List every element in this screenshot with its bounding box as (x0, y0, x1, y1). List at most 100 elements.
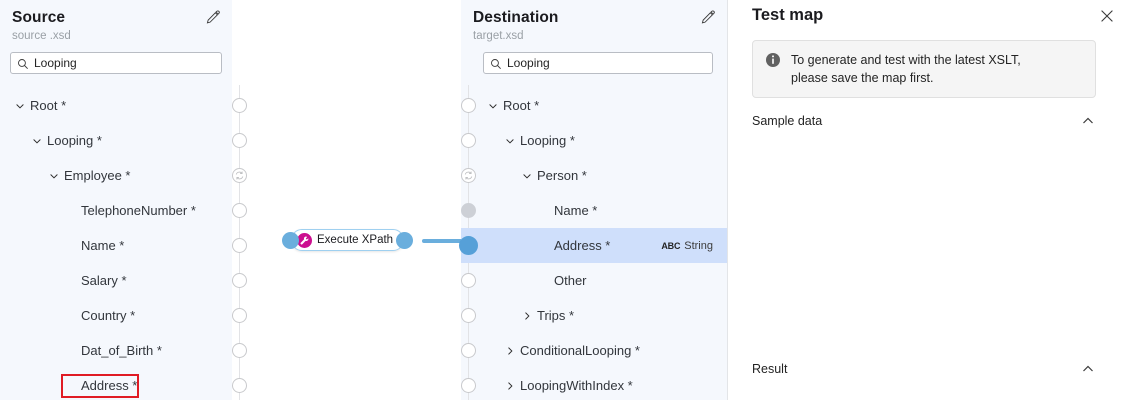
chevron-down-icon[interactable] (31, 135, 43, 147)
connector-dot[interactable] (231, 343, 247, 358)
execute-xpath-label: Execute XPath (317, 234, 394, 246)
tree-node-root[interactable]: Root * (0, 88, 247, 123)
tree-node-label: Employee * (64, 168, 131, 183)
tree-node-country[interactable]: Country * (0, 298, 247, 333)
tree-node-label: Name * (81, 238, 125, 253)
destination-title: Destination (473, 9, 559, 26)
tree-node-dat_of_birth[interactable]: Dat_of_Birth * (0, 333, 247, 368)
destination-panel-header: Destination target.xsd (461, 0, 727, 44)
spacer-icon (65, 380, 77, 392)
connector-dot[interactable] (460, 168, 476, 183)
xslt-data-mapper-screen: Execute XPath Source source .xsd (0, 0, 1130, 403)
tree-node-label: LoopingWithIndex * (520, 378, 633, 393)
tree-node-root[interactable]: Root * (460, 88, 727, 123)
source-search-input[interactable] (34, 56, 215, 70)
destination-search-box[interactable] (483, 52, 713, 74)
tree-node-other[interactable]: Other (460, 263, 727, 298)
tree-node-label: Dat_of_Birth * (81, 343, 162, 358)
type-name: String (684, 239, 713, 252)
search-icon (17, 57, 29, 69)
connector-dot[interactable] (460, 273, 476, 288)
destination-tree[interactable]: Root * Looping * Person * Name *Address *AB… (458, 88, 727, 403)
tree-node-label: Person * (537, 168, 587, 183)
connector-dot[interactable] (458, 236, 478, 255)
chevron-right-icon[interactable] (504, 345, 516, 357)
result-section-header[interactable]: Result (752, 361, 1096, 377)
chevron-down-icon[interactable] (504, 135, 516, 147)
tree-node-name[interactable]: Name * (0, 228, 247, 263)
info-line-1: To generate and test with the latest XSL… (791, 53, 1021, 67)
sample-data-section-header[interactable]: Sample data (752, 113, 1096, 129)
source-subtitle: source .xsd (12, 30, 71, 42)
connector-dot[interactable] (231, 273, 247, 288)
chevron-down-icon[interactable] (14, 100, 26, 112)
test-map-title: Test map (752, 6, 824, 24)
connector-dot[interactable] (231, 308, 247, 323)
tree-node-label: Other (554, 273, 587, 288)
node-input-handle[interactable] (282, 231, 299, 249)
search-icon (490, 57, 502, 69)
connector-dot[interactable] (231, 133, 247, 148)
spacer-icon (65, 310, 77, 322)
tree-node-name[interactable]: Name * (460, 193, 727, 228)
tree-node-label: Salary * (81, 273, 127, 288)
tree-node-salary[interactable]: Salary * (0, 263, 247, 298)
tree-node-trips[interactable]: Trips * (460, 298, 727, 333)
spacer-icon (538, 240, 550, 252)
tree-node-looping[interactable]: Looping * (460, 123, 727, 158)
execute-xpath-pill[interactable]: Execute XPath (291, 229, 405, 251)
node-output-handle[interactable] (396, 231, 414, 249)
tree-node-loopingwithindex[interactable]: LoopingWithIndex * (460, 368, 727, 403)
connector-dot[interactable] (460, 378, 476, 393)
close-icon[interactable] (1098, 7, 1116, 25)
destination-search-input[interactable] (507, 56, 706, 70)
info-message-text: To generate and test with the latest XSL… (791, 51, 1021, 87)
tree-node-telephonenumber[interactable]: TelephoneNumber * (0, 193, 247, 228)
tree-node-conditionallooping[interactable]: ConditionalLooping * (460, 333, 727, 368)
tree-node-label: TelephoneNumber * (81, 203, 196, 218)
source-panel-header: Source source .xsd (0, 0, 232, 44)
tree-node-looping[interactable]: Looping * (0, 123, 247, 158)
source-search-box[interactable] (10, 52, 222, 74)
connector-dot[interactable] (231, 203, 247, 218)
spacer-icon (65, 240, 77, 252)
tree-node-label: Looping * (520, 133, 575, 148)
pencil-icon[interactable] (204, 9, 222, 27)
chevron-up-icon[interactable] (1080, 113, 1096, 129)
connector-dot[interactable] (460, 203, 476, 218)
chevron-down-icon[interactable] (521, 170, 533, 182)
connector-dot[interactable] (231, 168, 247, 183)
connector-dot[interactable] (231, 98, 247, 113)
test-map-pane: Test map To generate and test with the l… (728, 0, 1130, 400)
tree-node-label: Trips * (537, 308, 575, 323)
chevron-down-icon[interactable] (487, 100, 499, 112)
spacer-icon (538, 275, 550, 287)
sample-data-label: Sample data (752, 114, 823, 128)
connector-dot[interactable] (460, 308, 476, 323)
tree-node-label: Root * (503, 98, 540, 113)
chevron-right-icon[interactable] (504, 380, 516, 392)
connector-dot[interactable] (231, 378, 247, 393)
tree-node-employee[interactable]: Employee * (0, 158, 247, 193)
connector-dot[interactable] (460, 98, 476, 113)
spacer-icon (65, 205, 77, 217)
chevron-up-icon[interactable] (1080, 361, 1096, 377)
result-label: Result (752, 362, 788, 376)
connector-dot[interactable] (460, 343, 476, 358)
tree-node-person[interactable]: Person * (460, 158, 727, 193)
pane-divider[interactable] (727, 0, 728, 400)
destination-panel: Destination target.xsd Root * Looping * Pe… (458, 0, 727, 403)
abc-icon: ABC (661, 240, 681, 251)
connector-dot[interactable] (460, 133, 476, 148)
pencil-icon[interactable] (699, 9, 717, 27)
chevron-right-icon[interactable] (521, 310, 533, 322)
connector-dot[interactable] (231, 238, 247, 253)
execute-xpath-node[interactable]: Execute XPath (282, 229, 414, 251)
source-tree[interactable]: Root *Looping * Employee * TelephoneNumber… (0, 88, 247, 403)
chevron-down-icon[interactable] (48, 170, 60, 182)
connection-wire (422, 239, 484, 243)
tree-node-label: Country * (81, 308, 136, 323)
tree-node-address[interactable]: Address * (0, 368, 247, 403)
